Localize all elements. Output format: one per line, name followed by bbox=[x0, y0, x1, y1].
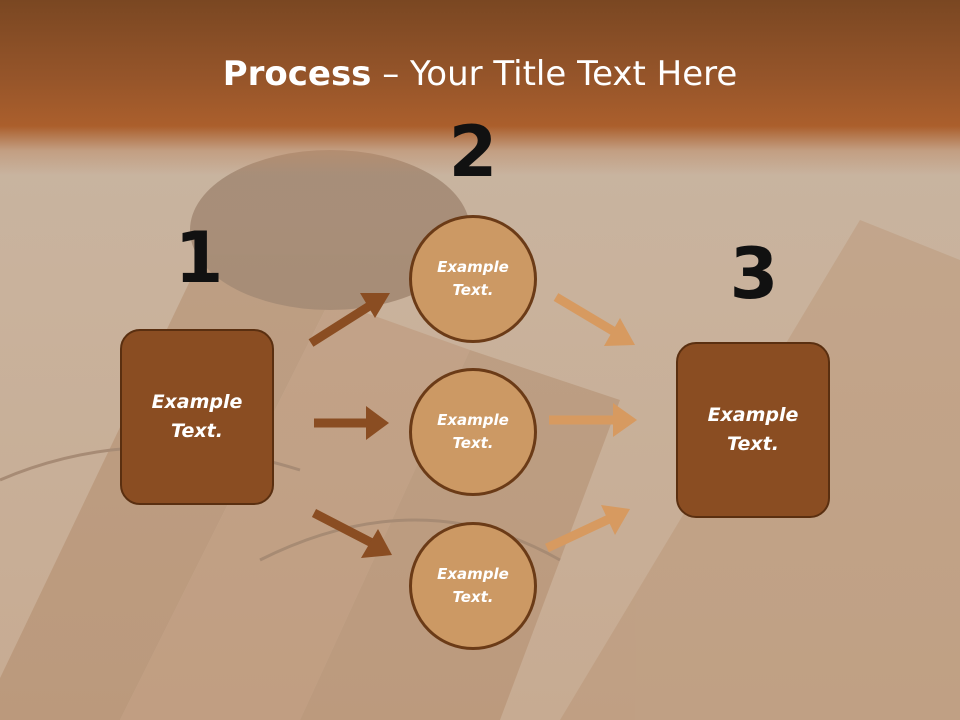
step-box-left: Example Text. bbox=[120, 329, 274, 505]
step-number-2: 2 bbox=[448, 111, 498, 193]
step-number-1: 1 bbox=[174, 217, 224, 299]
bg-band-line bbox=[259, 518, 561, 562]
step-number-3: 3 bbox=[729, 233, 779, 315]
step-box-right-label: Example Text. bbox=[707, 404, 799, 455]
step-box-left-label: Example Text. bbox=[151, 391, 243, 442]
step-circle-middle-label: Example Text. bbox=[437, 411, 509, 452]
title-rest: – Your Title Text Here bbox=[371, 54, 738, 94]
bg-cigar-end bbox=[190, 150, 470, 310]
slide-title: Process – Your Title Text Here bbox=[0, 52, 960, 96]
arrow-left-to-middle bbox=[314, 406, 389, 440]
step-circle-middle: Example Text. bbox=[409, 368, 537, 496]
title-banner bbox=[0, 0, 960, 175]
step-circle-top-label: Example Text. bbox=[437, 258, 509, 299]
step-circle-bottom: Example Text. bbox=[409, 522, 537, 650]
arrow-top-to-right bbox=[553, 293, 635, 346]
title-bold: Process bbox=[222, 54, 372, 94]
step-circle-top: Example Text. bbox=[409, 215, 537, 343]
arrow-left-to-bottom bbox=[311, 509, 392, 558]
arrow-middle-to-right bbox=[549, 403, 637, 437]
step-box-right: Example Text. bbox=[676, 342, 830, 518]
bg-cigar-shape bbox=[120, 300, 470, 720]
arrow-bottom-to-right bbox=[545, 505, 630, 553]
step-circle-bottom-label: Example Text. bbox=[437, 565, 509, 606]
arrow-left-to-top bbox=[308, 293, 390, 347]
